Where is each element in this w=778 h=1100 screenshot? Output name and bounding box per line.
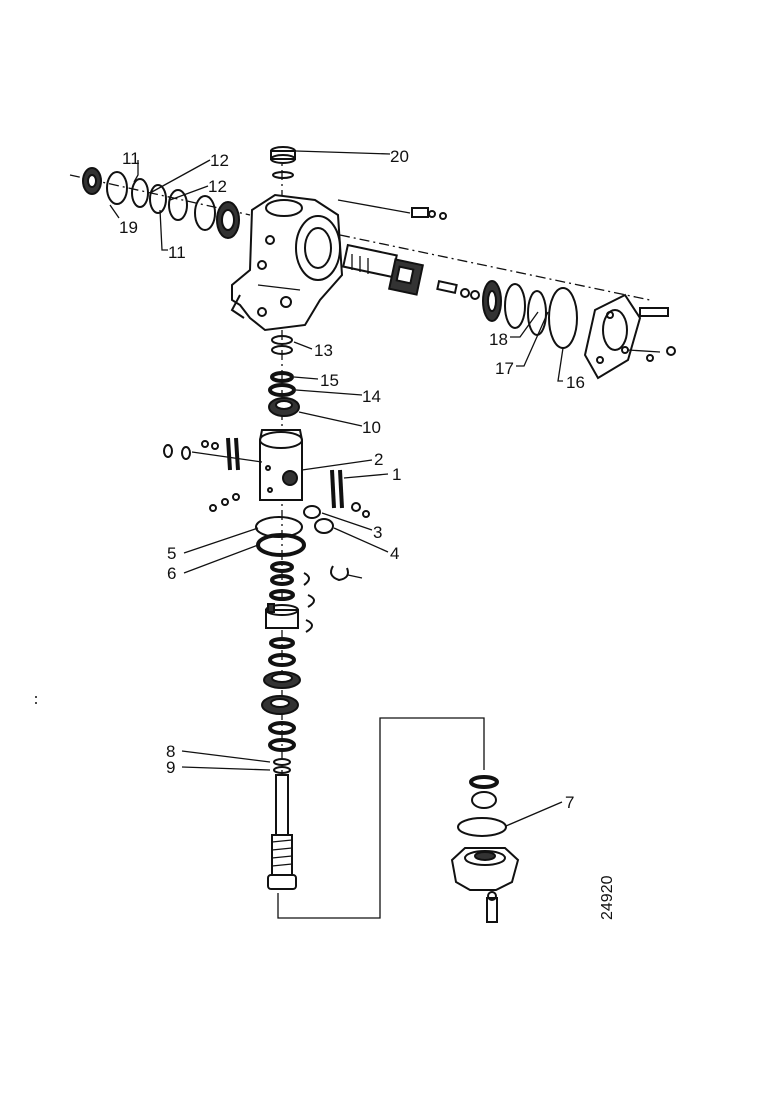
callout-label: 2: [374, 450, 383, 469]
callout-label: 12: [210, 151, 229, 170]
callout-label: 19: [119, 218, 138, 237]
leader-lines: [109, 150, 564, 827]
callout-label: 13: [314, 341, 333, 360]
callout-label: 15: [320, 371, 339, 390]
part-middle-stack: [265, 561, 363, 633]
callout-label: 7: [565, 793, 574, 812]
stray-dot: [35, 702, 37, 704]
callout-label: 18: [489, 330, 508, 349]
part-valve-body: [163, 429, 370, 534]
bracket-line: [277, 717, 485, 919]
callout-label: 20: [390, 147, 409, 166]
callout-label: 11: [122, 149, 140, 168]
part-large-rings: [255, 516, 306, 557]
callout-label: 12: [208, 177, 227, 196]
part-vent-screw: [337, 199, 447, 220]
callout-label: 10: [362, 418, 381, 437]
part-gear-housing: [230, 193, 344, 332]
stray-dot: [35, 696, 37, 698]
callout-labels: 20 11 12 12 19 11 13 15 14 10 18 17 16 2…: [119, 147, 585, 812]
part-lower-stack: [261, 637, 301, 774]
callout-label: 11: [168, 243, 186, 262]
callout-label: 5: [167, 544, 176, 563]
callout-label: 16: [566, 373, 585, 392]
part-top-cap: [270, 146, 296, 179]
callout-label: 9: [166, 758, 175, 777]
callout-label: 4: [390, 544, 399, 563]
part-upper-stack: [268, 335, 300, 417]
part-right-shaft-assembly: [339, 234, 676, 380]
part-worm-shaft: [267, 774, 297, 890]
part-left-bearing-stack: [69, 167, 251, 239]
callout-label: 17: [495, 359, 514, 378]
part-lower-cover: [450, 775, 520, 923]
callout-label: 1: [392, 465, 401, 484]
callout-label: 14: [362, 387, 381, 406]
callout-label: 6: [167, 564, 176, 583]
reference-number: 24920: [599, 875, 616, 920]
callout-label: 8: [166, 742, 175, 761]
callout-label: 3: [373, 523, 382, 542]
